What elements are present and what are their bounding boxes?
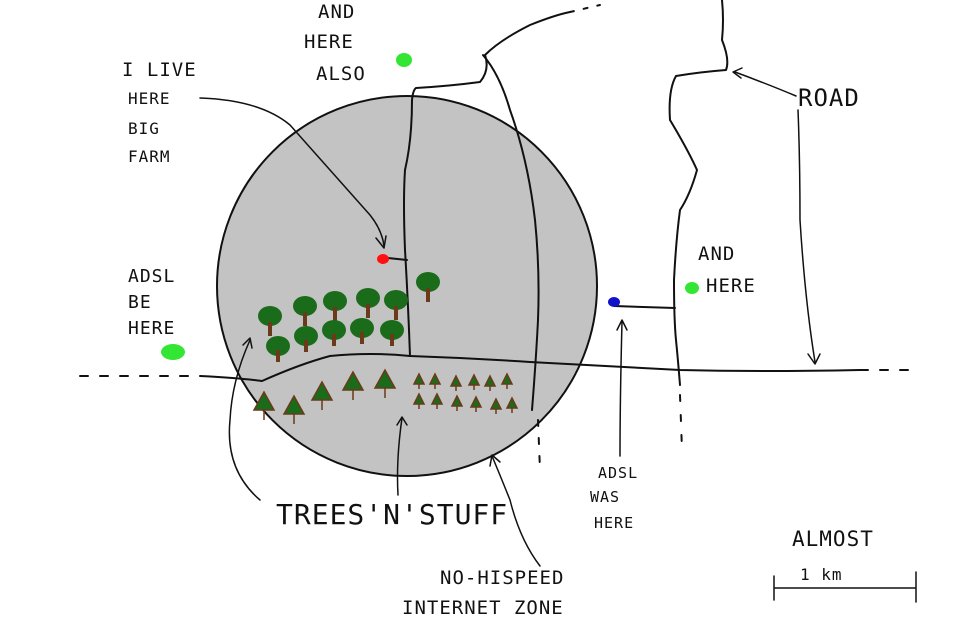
label-scale-distance: 1 km	[800, 565, 843, 584]
tree	[384, 290, 408, 320]
tree	[266, 336, 290, 362]
tree	[322, 320, 346, 346]
adsl-possible-dot-east	[685, 282, 699, 294]
pine-tree	[341, 370, 365, 400]
label-line: HERE	[706, 275, 756, 297]
label-line: FARM	[128, 147, 171, 166]
pine-tree	[467, 373, 481, 390]
label-adsl-was-here: ADSL WAS HERE	[590, 464, 638, 532]
pine-tree	[310, 380, 334, 410]
label-trees: TREES'N'STUFF	[276, 498, 508, 531]
label-no-hispeed: NO-HISPEED INTERNET ZONE	[402, 567, 564, 619]
label-scale-almost: ALMOST	[792, 527, 874, 551]
pine-tree	[252, 390, 276, 420]
pine-tree	[412, 392, 426, 409]
annotation-arrows	[199, 67, 821, 567]
label-line: I LIVE	[122, 59, 197, 81]
pine-tree	[373, 368, 397, 398]
label-i-live-here: I LIVE HERE BIG FARM	[122, 59, 197, 166]
deciduous-trees	[258, 272, 440, 362]
adsl-possible-dot-west	[161, 344, 185, 360]
label-road: ROAD	[798, 84, 860, 112]
pine-tree	[449, 374, 463, 391]
adsl-spur	[613, 305, 676, 309]
main-road	[79, 353, 921, 382]
tree	[380, 320, 404, 346]
tree	[356, 288, 380, 318]
label-line: BIG	[128, 119, 160, 138]
tree	[350, 318, 374, 344]
label-line: HERE	[128, 318, 175, 339]
tree	[323, 291, 347, 321]
pine-tree	[428, 372, 442, 389]
tree	[258, 306, 282, 336]
branch-road-dashed	[537, 419, 541, 471]
label-line: HERE	[594, 514, 634, 532]
adsl-possible-dot-north	[396, 53, 412, 67]
label-and-here-also: AND HERE ALSO	[304, 1, 366, 85]
label-line: AND	[698, 243, 735, 265]
arrow-road-down	[797, 109, 816, 363]
pine-tree	[483, 374, 497, 391]
tree	[293, 296, 317, 326]
pine-tree	[489, 397, 503, 414]
pine-tree	[500, 372, 514, 389]
home-dot	[377, 254, 389, 264]
pine-tree	[412, 372, 426, 389]
label-and-here: AND HERE	[698, 243, 756, 297]
scale-bar	[773, 571, 917, 603]
label-line: ALSO	[316, 63, 366, 85]
arrow-trees	[228, 339, 261, 501]
pine-trees	[252, 368, 519, 424]
label-line: HERE	[128, 89, 171, 108]
farm-road	[403, 11, 571, 357]
right-road	[668, 0, 729, 386]
label-line: INTERNET ZONE	[402, 597, 564, 619]
label-line: WAS	[590, 488, 620, 506]
arrow-adsl-was-here	[619, 321, 623, 457]
arrow-trees-right	[396, 417, 403, 496]
right-road-dashed	[679, 394, 683, 451]
tree	[416, 272, 440, 302]
pine-tree	[282, 394, 306, 424]
farm-road-end	[569, 4, 601, 13]
label-line: ADSL	[128, 266, 175, 287]
adsl-old-dot	[608, 297, 620, 307]
arrow-no-hispeed	[491, 455, 541, 567]
pine-tree	[430, 392, 444, 409]
pine-tree	[505, 396, 519, 413]
label-line: HERE	[304, 31, 354, 53]
label-line: ADSL	[598, 464, 638, 482]
tree	[294, 326, 318, 352]
arrow-i-live-here	[199, 97, 385, 247]
label-line: BE	[128, 292, 152, 313]
branch-road	[482, 54, 540, 411]
pine-tree	[469, 395, 483, 412]
label-line: NO-HISPEED	[440, 567, 564, 589]
pine-tree	[450, 394, 464, 411]
home-spur	[387, 257, 408, 261]
arrow-road-left	[734, 71, 797, 97]
label-adsl-be-here: ADSL BE HERE	[128, 266, 175, 339]
label-line: AND	[318, 1, 355, 23]
